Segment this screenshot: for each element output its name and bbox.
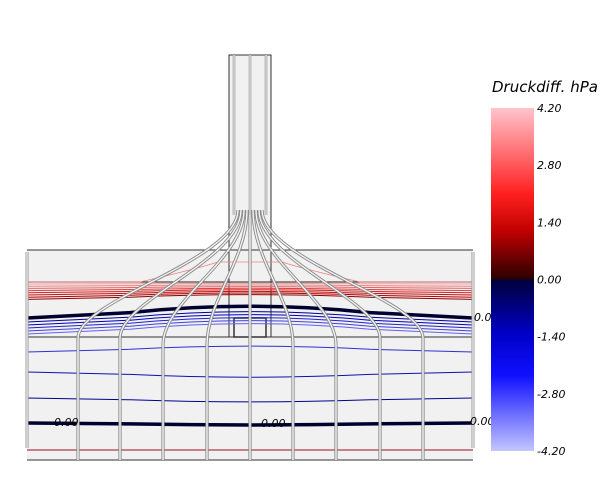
streamline	[206, 209, 248, 460]
colorbar-tick-label: -1.40	[537, 331, 565, 344]
streamline	[252, 209, 294, 460]
streamline	[77, 209, 239, 460]
colorbar-tick-label: 1.40	[537, 216, 562, 229]
contour-label: -0.00	[466, 415, 494, 428]
colorbar-title: Druckdiff. hPa	[492, 78, 598, 96]
contour-label: -0.00	[257, 417, 285, 430]
streamline	[119, 209, 242, 460]
contour-labels: -0.00 -0.00 -0.00 0.0	[50, 311, 494, 430]
colorbar: Druckdiff. hPa 4.20 2.80 1.40 0.00 -1.40 -2.8…	[491, 78, 598, 458]
streamline	[255, 209, 337, 460]
streamlines	[25, 55, 475, 460]
colorbar-tick-label: 2.80	[537, 159, 562, 172]
colorbar-tick-label: 4.20	[537, 102, 562, 115]
contour-label: 0.0	[474, 311, 492, 324]
streamline	[261, 209, 424, 460]
colorbar-tick-label: -2.80	[537, 388, 565, 401]
streamline	[162, 209, 245, 460]
colorbar-gradient	[491, 108, 534, 451]
colorbar-tick-label: -4.20	[537, 445, 565, 458]
contour-label: -0.00	[50, 416, 78, 429]
streamline	[258, 209, 381, 460]
colorbar-tick-label: 0.00	[537, 274, 562, 287]
